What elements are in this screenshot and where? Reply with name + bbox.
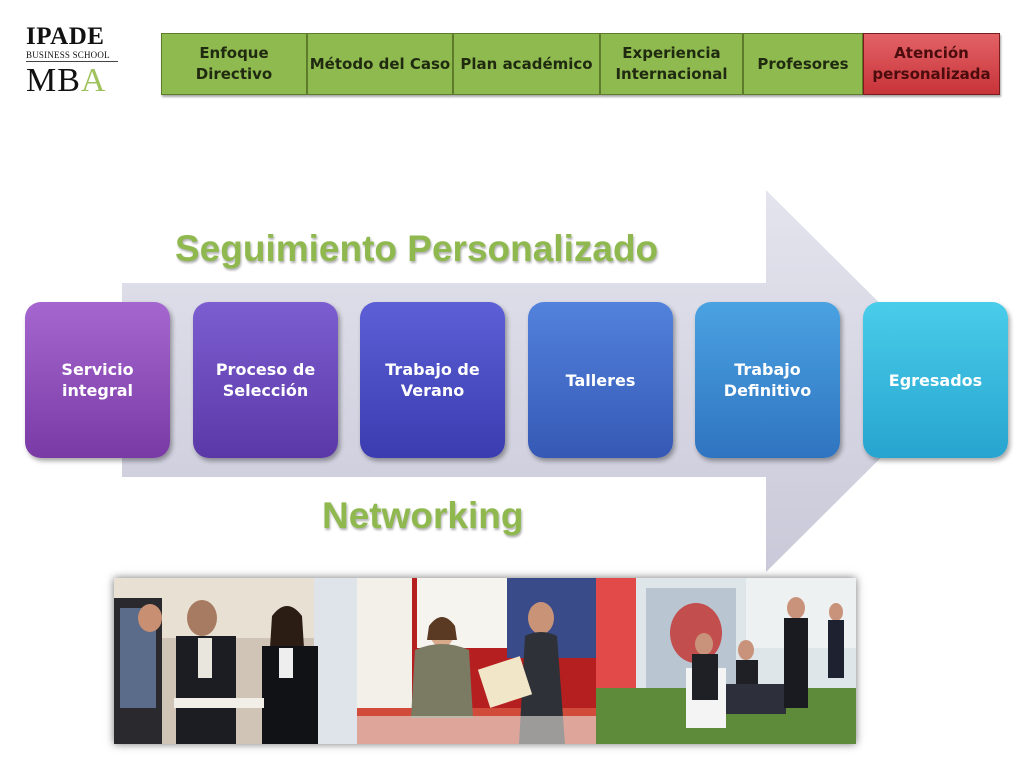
networking-heading: Networking xyxy=(322,495,524,536)
nav-tab-atencion-personalizada[interactable]: Atención personalizada xyxy=(863,33,1000,95)
career-fair-photo-1 xyxy=(114,578,357,744)
nav-tab-plan-academico[interactable]: Plan académico xyxy=(453,33,600,95)
step-label: Egresados xyxy=(888,370,983,390)
career-fair-photo-3 xyxy=(596,578,856,744)
step-label: Servicio integral xyxy=(61,360,134,400)
seguimiento-heading: Seguimiento Personalizado xyxy=(175,228,659,269)
step-label: Talleres xyxy=(565,370,636,390)
nav-tab-metodo-del-caso[interactable]: Método del Caso xyxy=(307,33,453,95)
step-egresados: Egresados xyxy=(863,302,1008,458)
logo-mba-main: MB xyxy=(26,62,81,99)
step-label: Trabajo de Verano xyxy=(385,360,480,400)
logo-mba-accent: A xyxy=(80,62,107,99)
top-navigation: Enfoque Directivo Método del Caso Plan a… xyxy=(161,33,1000,95)
step-label: Trabajo Definitivo xyxy=(723,360,812,400)
step-talleres: Talleres xyxy=(528,302,673,458)
networking-photo-strip xyxy=(114,578,856,744)
nav-tab-experiencia-internacional[interactable]: Experiencia Internacional xyxy=(600,33,743,95)
step-servicio-integral: Servicio integral xyxy=(25,302,170,458)
logo-mba-text: MBA xyxy=(26,62,122,100)
nav-tab-enfoque-directivo[interactable]: Enfoque Directivo xyxy=(161,33,307,95)
step-proceso-de-seleccion: Proceso de Selección xyxy=(193,302,338,458)
step-trabajo-de-verano: Trabajo de Verano xyxy=(360,302,505,458)
ipade-mba-logo: IPADE BUSINESS SCHOOL MBA xyxy=(26,24,122,100)
nav-tab-profesores[interactable]: Profesores xyxy=(743,33,863,95)
career-fair-photo-2 xyxy=(357,578,596,744)
step-trabajo-definitivo: Trabajo Definitivo xyxy=(695,302,840,458)
logo-business-school-text: BUSINESS SCHOOL xyxy=(26,50,118,62)
step-label: Proceso de Selección xyxy=(215,360,316,400)
logo-ipade-text: IPADE xyxy=(26,23,105,50)
